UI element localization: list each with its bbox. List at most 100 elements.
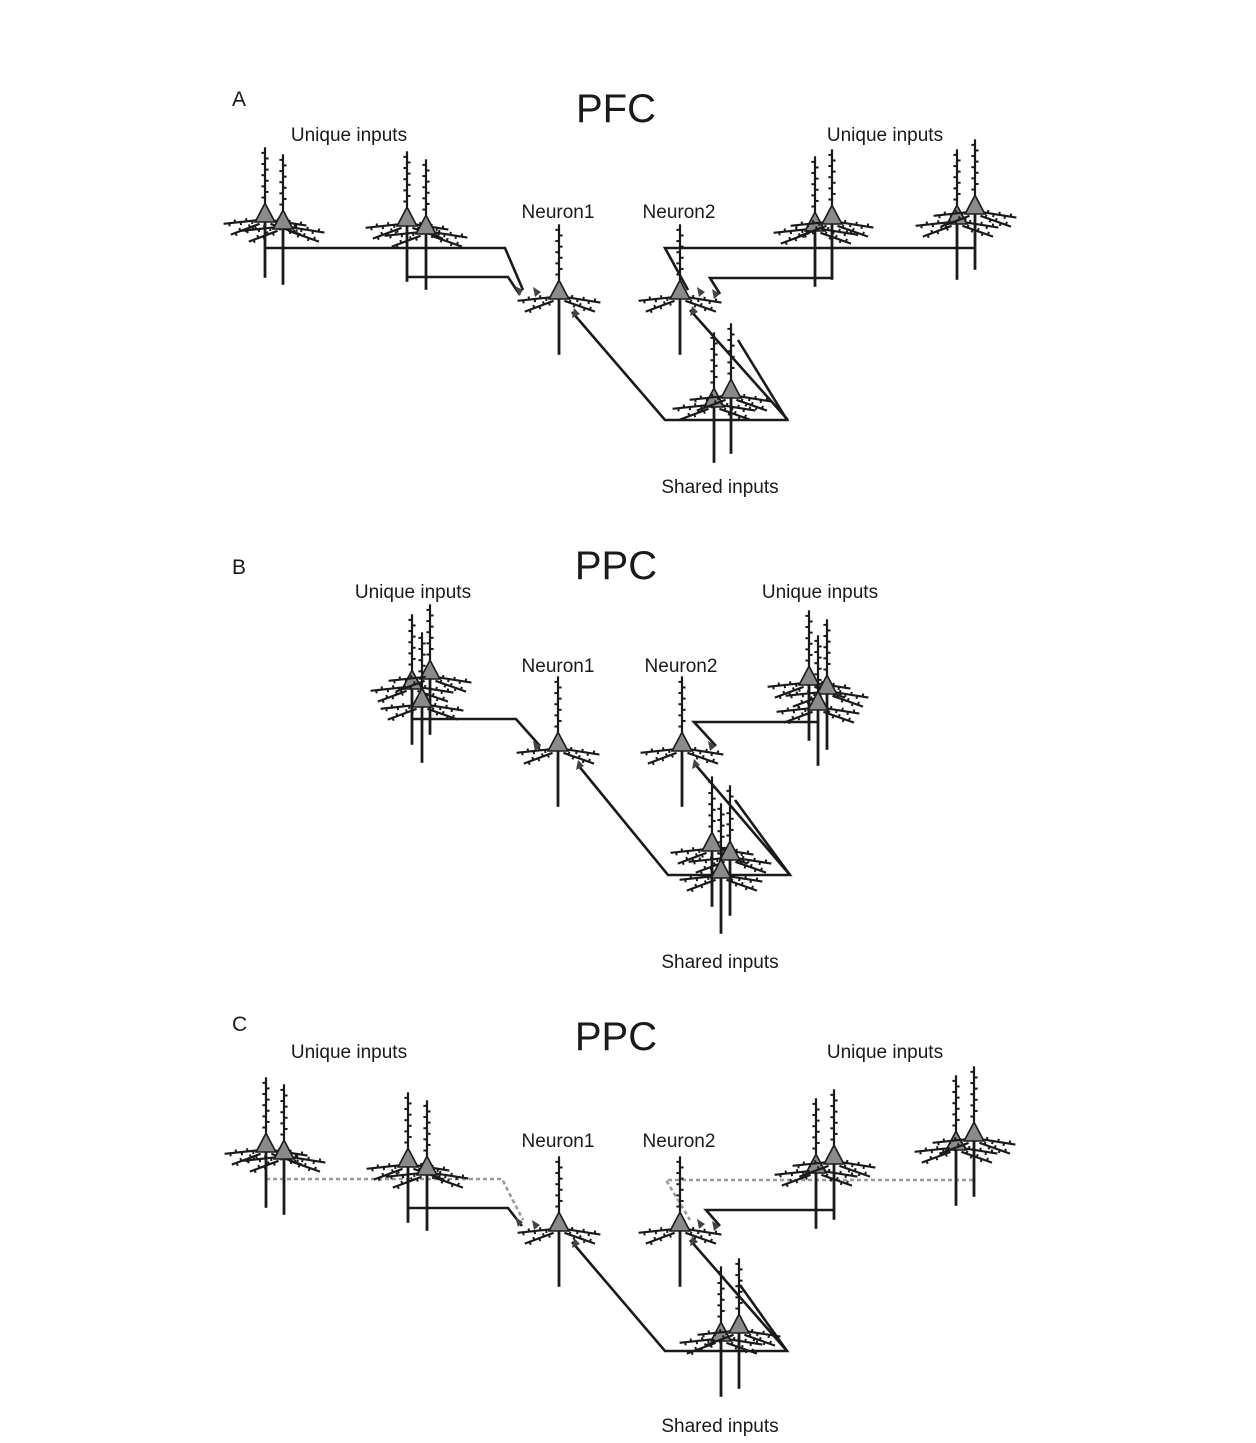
dendritic-spine [850, 702, 854, 707]
dendritic-spine [700, 884, 704, 889]
dendritic-spine [784, 241, 788, 246]
dendritic-spine [844, 238, 848, 243]
pyramidal-neuron [932, 1066, 1016, 1197]
dendritic-spine [445, 237, 449, 242]
dendritic-spine [400, 692, 404, 696]
dendritic-spine [247, 224, 251, 228]
dendritic-spine [380, 231, 384, 236]
dendritic-spine [436, 233, 440, 238]
dendritic-spine [945, 227, 949, 231]
dendritic-spine [936, 230, 940, 235]
dendritic-spine [649, 1241, 653, 1246]
dendritic-spine [985, 1157, 989, 1162]
dendritic-spine [263, 1165, 267, 1170]
pyramidal-neuron [697, 1258, 781, 1389]
dendritic-spine [797, 688, 801, 692]
connections [266, 246, 975, 422]
dendritic-spine [532, 304, 536, 309]
dendritic-spine [248, 1154, 252, 1158]
dendritic-spine [845, 1180, 849, 1185]
panel-c: C PPC Unique inputs Unique inputs Neuron… [224, 1013, 1016, 1437]
synapse-arrowhead [708, 741, 716, 751]
soma [415, 1154, 439, 1176]
dendritic-spine [234, 232, 238, 237]
dendritic-spine [412, 681, 416, 685]
dendritic-spine [699, 870, 703, 875]
dendritic-spine [302, 232, 306, 237]
dendritic-spine [292, 229, 296, 233]
dendritic-spine [395, 712, 399, 717]
dendritic-spine [694, 853, 698, 857]
dendritic-spine [744, 1349, 748, 1354]
neuron1-label: Neuron1 [522, 656, 595, 677]
dendritic-spine [944, 224, 948, 229]
soma [727, 1312, 751, 1334]
synapse-arrowhead [532, 1220, 540, 1230]
soma [410, 686, 434, 708]
connection-right-far-to-neuron2 [662, 246, 975, 291]
dendritic-spine [733, 410, 737, 415]
dendritic-spine [809, 696, 813, 700]
synapse-arrowhead [533, 287, 541, 297]
dendritic-spine [709, 306, 713, 311]
dendritic-spine [740, 1344, 744, 1349]
dendritic-spine [855, 232, 859, 237]
dendritic-spine [659, 305, 663, 310]
dendritic-spine [694, 883, 698, 888]
dendritic-spine [572, 1236, 576, 1240]
dendritic-spine [709, 1238, 713, 1243]
dendritic-spine [851, 227, 855, 232]
dendritic-spine [759, 867, 763, 872]
dendritic-spine [957, 216, 961, 220]
right-unique-inputs-label: Unique inputs [762, 582, 878, 603]
soma [272, 1138, 296, 1160]
dendritic-spine [395, 244, 399, 249]
dendritic-spine [807, 1169, 811, 1174]
dendritic-spine [719, 401, 723, 405]
dendritic-spine [953, 1147, 957, 1152]
left-unique-inputs-label: Unique inputs [291, 125, 407, 146]
dendritic-spine [546, 754, 550, 758]
soma [547, 1210, 571, 1232]
dendritic-spine [782, 690, 786, 695]
dendritic-spine [446, 1178, 450, 1183]
panel-letter: C [232, 1013, 247, 1036]
dendritic-spine [456, 1182, 460, 1187]
dendritic-spine [547, 302, 551, 306]
dendritic-spine [455, 241, 459, 246]
dendritic-spine [406, 1181, 410, 1186]
dendritic-spine [687, 412, 691, 417]
dendritic-spine [713, 400, 717, 404]
dendritic-spine [431, 692, 435, 697]
synapse-arrowhead [697, 1219, 705, 1229]
dendritic-spine [408, 236, 412, 240]
soma [414, 213, 438, 235]
dendritic-spine [983, 1141, 987, 1145]
dendritic-spine [693, 1236, 697, 1240]
dendritic-spine [703, 1239, 707, 1244]
dendritic-spine [947, 1146, 951, 1151]
connection-right-near-to-neuron2 [707, 276, 833, 295]
dendritic-spine [743, 865, 747, 869]
dendritic-spine [998, 222, 1002, 227]
pyramidal-neuron [679, 803, 763, 934]
left-unique-inputs-label: Unique inputs [291, 1042, 407, 1063]
dendritic-spine [400, 1180, 404, 1185]
dendritic-spine [670, 754, 674, 758]
dendritic-spine [381, 1172, 385, 1177]
dendritic-spine [811, 230, 815, 235]
dendritic-spine [689, 1231, 693, 1235]
dendritic-spine [965, 1150, 969, 1154]
dendritic-spine [760, 405, 764, 410]
dendritic-spine [827, 710, 831, 714]
soma [271, 208, 295, 230]
dendritic-spine [313, 1166, 317, 1171]
dendritic-spine [262, 235, 266, 240]
neuron2-cell [640, 676, 724, 807]
dendritic-spine [703, 865, 707, 870]
connection-left-to-neuron1 [411, 717, 541, 747]
dendritic-spine [266, 1161, 270, 1165]
dendritic-spine [926, 234, 930, 239]
pyramidal-neuron [241, 154, 325, 285]
dendritic-spine [409, 1177, 413, 1181]
